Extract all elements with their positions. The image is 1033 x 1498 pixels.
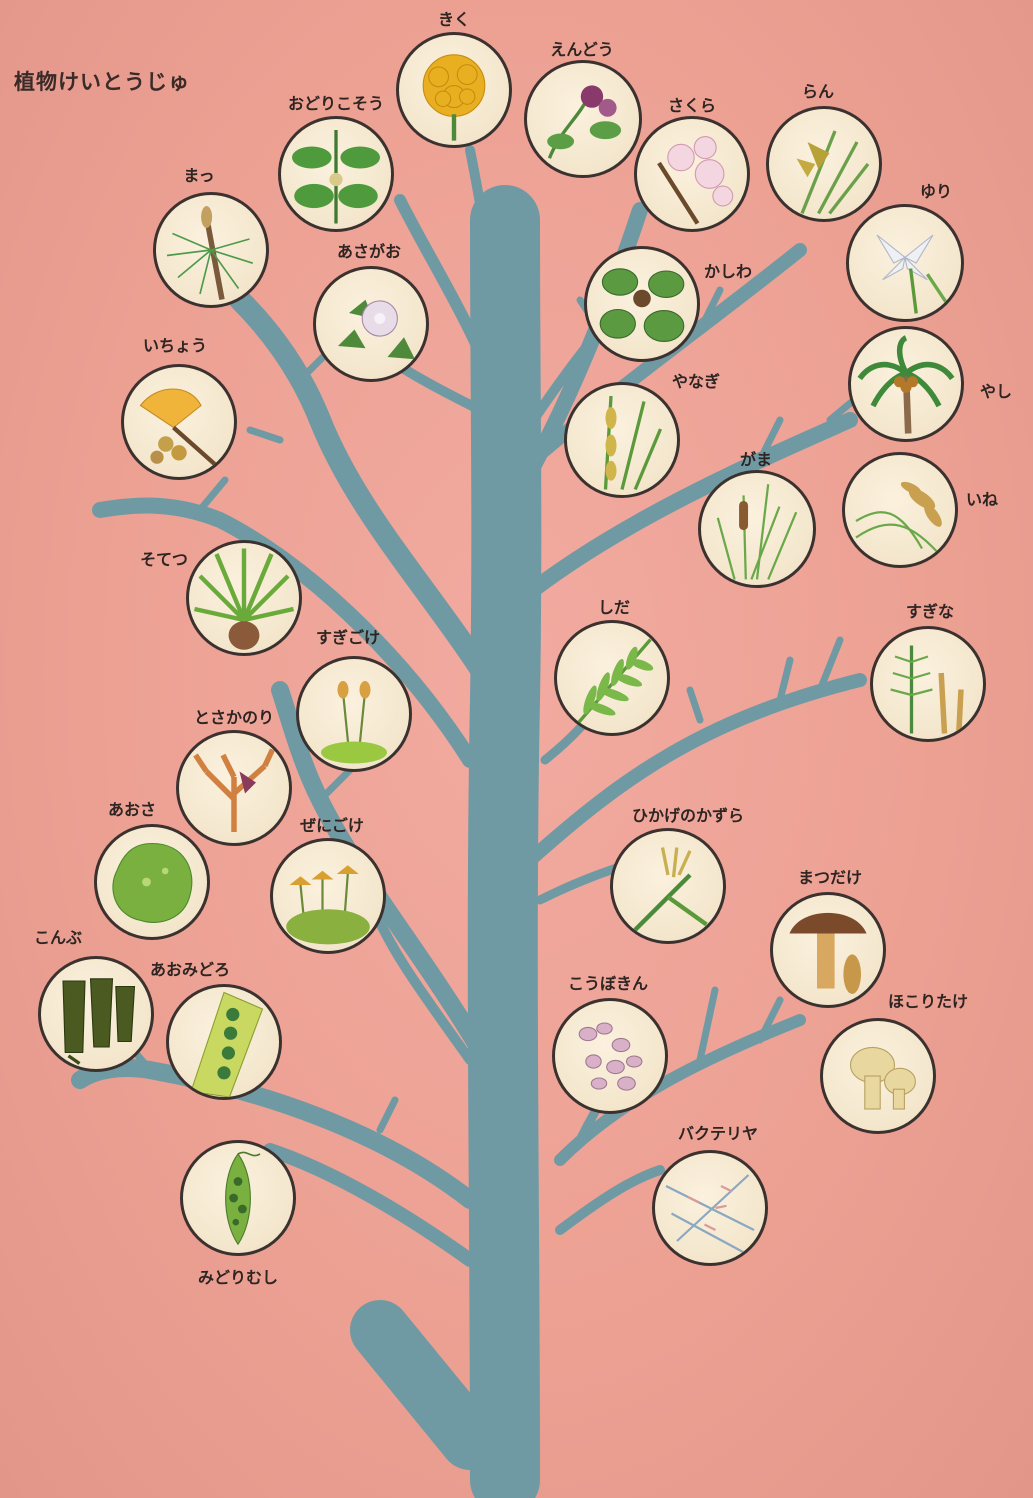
label-higenokazura: ひかげのかずら (632, 802, 744, 826)
label-endou: えんどう (550, 36, 614, 60)
label-sakura: さくら (668, 92, 716, 116)
label-sugina: すぎな (906, 598, 954, 622)
label-asagao: あさがお (337, 238, 401, 262)
label-gama: がま (740, 446, 772, 470)
label-aosa: あおさ (108, 796, 156, 820)
euglena-icon (180, 1140, 296, 1256)
label-koubokin: こうぼきん (568, 970, 648, 994)
liverwort-icon (270, 838, 386, 954)
chrysanthemum-icon (396, 32, 512, 148)
label-yanagi: やなぎ (672, 368, 720, 392)
oak-icon (584, 246, 700, 362)
lily-icon (846, 204, 964, 322)
puffball-icon (820, 1018, 936, 1134)
palm-icon (848, 326, 964, 442)
label-tosakanori: とさかのり (194, 704, 274, 728)
willow-icon (564, 382, 680, 498)
cherry-blossom-icon (634, 116, 750, 232)
label-aomidoro: あおみどろ (150, 956, 230, 980)
label-konbu: こんぶ (34, 924, 82, 948)
kelp-icon (38, 956, 154, 1072)
label-ichou: いちょう (143, 332, 207, 356)
dead-nettle-icon (278, 116, 394, 232)
label-matsudake: まつだけ (798, 864, 862, 888)
yeast-icon (552, 998, 668, 1114)
horsetail-icon (870, 626, 986, 742)
label-bacteria: バクテリヤ (678, 1120, 758, 1144)
orchid-icon (766, 106, 882, 222)
cycad-icon (186, 540, 302, 656)
bacteria-icon (652, 1150, 768, 1266)
pine-icon (153, 192, 269, 308)
label-yuri: ゆり (920, 178, 952, 202)
label-sotetsu: そてつ (140, 546, 188, 570)
tree-trunk (503, 220, 507, 1480)
label-ine: いね (966, 486, 998, 510)
label-matsu: まっ (183, 162, 214, 186)
label-shida: しだ (598, 594, 630, 618)
label-yashi: やし (980, 378, 1012, 402)
red-seaweed-icon (176, 730, 292, 846)
label-kiku: きく (438, 6, 470, 30)
branch-right-bottom (560, 1170, 660, 1230)
diagram-title: 植物けいとうじゅ (14, 66, 190, 96)
fern-icon (554, 620, 670, 736)
branch-lower-left-small (370, 900, 470, 1060)
haircap-moss-icon (296, 656, 412, 772)
clubmoss-icon (610, 828, 726, 944)
label-kashiwa: かしわ (704, 258, 752, 282)
tree-root (380, 1330, 470, 1440)
cattail-icon (698, 470, 816, 588)
label-sugigoke: すぎごけ (316, 624, 380, 648)
label-midorimushi: みどりむし (198, 1264, 278, 1288)
branch-left-base (270, 1150, 470, 1260)
pea-icon (524, 60, 642, 178)
label-hokoritake: ほこりたけ (888, 988, 968, 1012)
label-zenigoke: ぜにごけ (300, 812, 364, 836)
ginkgo-icon (121, 364, 237, 480)
label-odorikosou: おどりこそう (288, 90, 384, 114)
rice-icon (842, 452, 958, 568)
sea-lettuce-icon (94, 824, 210, 940)
morning-glory-icon (313, 266, 429, 382)
mushroom-icon (770, 892, 886, 1008)
spirogyra-icon (166, 984, 282, 1100)
label-ran: らん (802, 78, 834, 102)
